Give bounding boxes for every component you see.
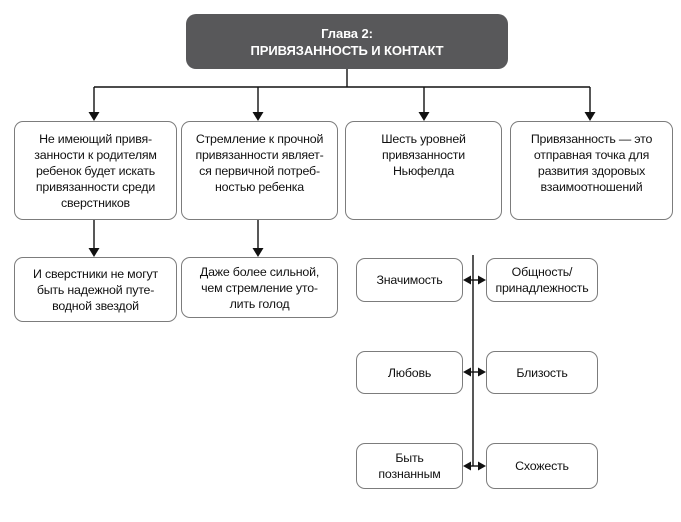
node-peer-attachment: Не имеющий привя- занности к родителям р…	[14, 121, 177, 220]
node-stronger-than-hunger: Даже более сильной, чем стремление уто- …	[181, 257, 338, 318]
node-six-levels: Шесть уровней привязанности Ньюфелда	[345, 121, 502, 220]
chapter-name: ПРИВЯЗАННОСТЬ И КОНТАКТ	[250, 42, 444, 58]
node-primary-need: Стремление к прочной привязанности являе…	[181, 121, 338, 220]
chapter-number: Глава 2:	[321, 25, 373, 41]
node-love: Любовь	[356, 351, 463, 394]
node-sameness: Схожесть	[486, 443, 598, 489]
chapter-title-box: Глава 2: ПРИВЯЗАННОСТЬ И КОНТАКТ	[186, 14, 508, 69]
node-significance: Значимость	[356, 258, 463, 302]
node-belonging: Общность/ принадлежность	[486, 258, 598, 302]
node-being-known: Быть познанным	[356, 443, 463, 489]
node-peers-unreliable: И сверстники не могут быть надежной путе…	[14, 257, 177, 322]
node-closeness: Близость	[486, 351, 598, 394]
node-starting-point: Привязанность — это отправная точка для …	[510, 121, 673, 220]
